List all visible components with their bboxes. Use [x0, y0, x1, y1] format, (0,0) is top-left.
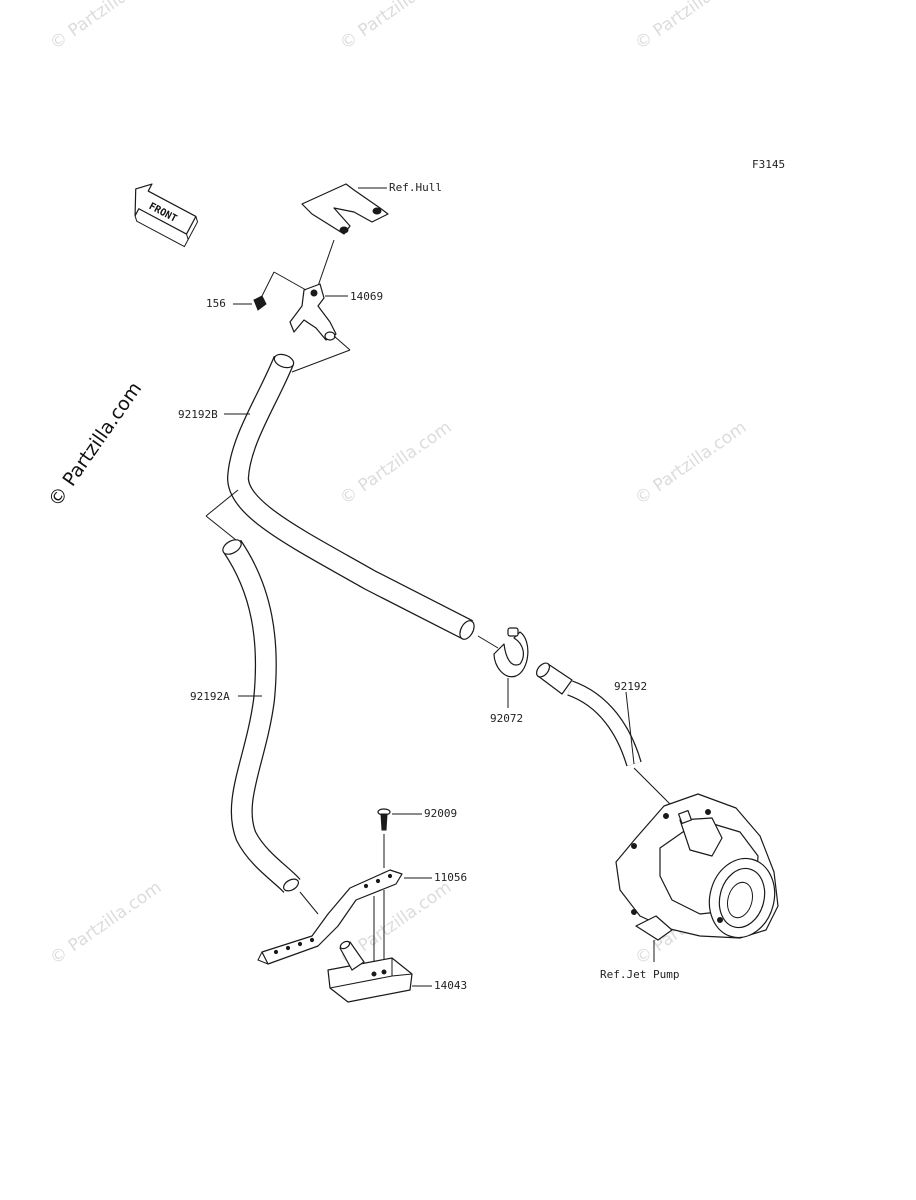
watermarks: © Partzilla.com © Partzilla.com © Partzi… [46, 0, 750, 969]
label-92192: 92192 [614, 680, 647, 693]
watermark: © Partzilla.com [631, 0, 750, 54]
jet-pump-housing: Ref.Jet Pump [600, 793, 779, 981]
watermark: © Partzilla.com [46, 877, 165, 969]
hose-92192a: 92192A [190, 539, 301, 894]
label-14069: 14069 [350, 290, 383, 303]
label-ref-jet-pump: Ref.Jet Pump [600, 968, 679, 981]
label-ref-hull: Ref.Hull [389, 181, 442, 194]
hose-92192b: 92192B [178, 353, 475, 640]
label-92192b: 92192B [178, 408, 218, 421]
label-11056: 11056 [434, 871, 467, 884]
watermark: © Partzilla.com [631, 417, 750, 509]
hull-bracket: Ref.Hull [301, 181, 442, 235]
watermark: © Partzilla.com [46, 0, 165, 54]
label-156: 156 [206, 297, 226, 310]
label-92009: 92009 [424, 807, 457, 820]
bolt-92009: 92009 [377, 807, 457, 831]
hose-92192: 92192 [535, 662, 647, 767]
figure-code: F3145 [752, 158, 785, 171]
label-14043: 14043 [434, 979, 467, 992]
watermark: © Partzilla.com [336, 417, 455, 509]
label-92072: 92072 [490, 712, 523, 725]
label-92192a: 92192A [190, 690, 230, 703]
bolt-156: 156 [206, 295, 267, 311]
fitting-14069: 14069 [289, 283, 383, 341]
strap-11056: 11056 [257, 869, 467, 965]
filter-14043: 14043 [327, 940, 467, 1003]
clamp-92072: 92072 [490, 627, 529, 725]
front-arrow-icon: FRONT [134, 183, 199, 248]
watermark: © Partzilla.com [336, 0, 455, 54]
watermark-dark: © Partzilla.com [44, 378, 146, 511]
